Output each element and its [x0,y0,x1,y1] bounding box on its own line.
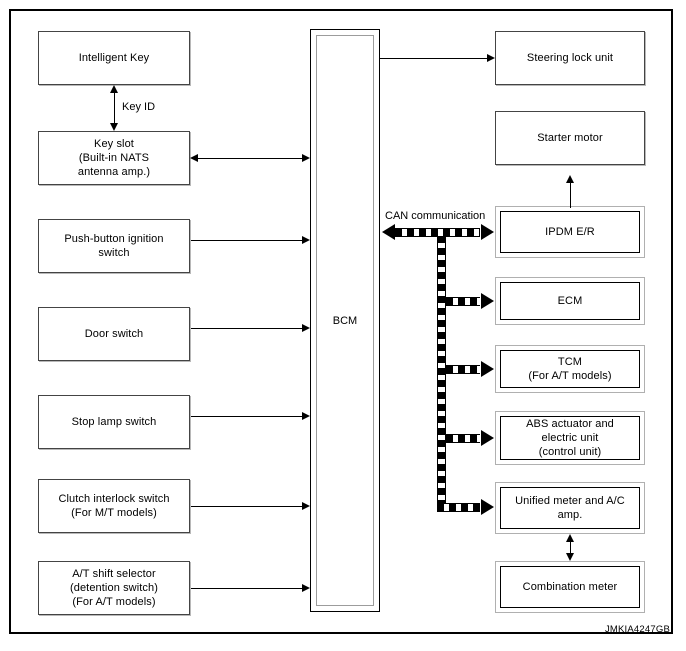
connector-bcm-steeringlock-line [380,58,487,59]
block-label: A/T shift selector(detention switch)(For… [69,568,158,608]
figure-id: JMKIA4247GB [604,624,670,635]
block-inner: TCM(For A/T models) [500,350,640,388]
block-inner: IPDM E/R [500,211,640,253]
connector-stoplamp-bcm-line [191,416,302,417]
connector-stoplamp-bcm-arrow [302,412,310,420]
can-branch-abs-arrow [481,430,494,446]
block-inner: ECM [500,282,640,320]
connector-keyid-arrow-down [110,123,118,131]
connector-shiftselector-bcm-line [191,588,302,589]
connector-bcm-steeringlock-arrow [487,54,495,62]
connector-ignition-bcm-arrow [302,236,310,244]
connector-unified-combination-arrow-up [566,534,574,542]
label-can-communication: CAN communication [385,210,486,222]
connector-keyid-line [114,93,115,123]
can-bus-arrow-to-ipdm [481,224,494,240]
connector-door-bcm-line [191,328,302,329]
block-label: Door switch [84,328,144,340]
connector-clutch-bcm-arrow [302,502,310,510]
block-label: Intelligent Key [78,52,150,64]
can-branch-tcm [446,365,480,374]
can-branch-ecm-arrow [481,293,494,309]
connector-clutch-bcm-line [191,506,302,507]
can-branch-ecm [446,297,480,306]
can-bus-vertical [437,236,446,510]
block-label: ECM [557,295,583,307]
block-label: TCM(For A/T models) [528,356,612,382]
can-branch-abs [446,434,480,443]
block-bcm: BCM [310,29,380,612]
block-label: IPDM E/R [545,226,595,238]
block-starter-motor: Starter motor [495,111,645,165]
block-door-switch: Door switch [38,307,190,361]
label-key-id: Key ID [122,101,156,113]
block-combination-meter: Combination meter [495,561,645,613]
can-branch-unified-meter-arrow [481,499,494,515]
block-label: Starter motor [537,132,603,144]
can-branch-tcm-arrow [481,361,494,377]
block-label: Combination meter [522,581,618,593]
connector-keyslot-bcm-arrow-right [302,154,310,162]
connector-door-bcm-arrow [302,324,310,332]
block-stop-lamp-switch: Stop lamp switch [38,395,190,449]
connector-ipdm-starter-arrow [566,175,574,183]
bcm-inner: BCM [316,35,374,606]
connector-ignition-bcm-line [191,240,302,241]
block-clutch-interlock-switch: Clutch interlock switch(For M/T models) [38,479,190,533]
block-ecm: ECM [495,277,645,325]
connector-unified-combination-line [570,542,571,555]
connector-keyid-arrow-up [110,85,118,93]
block-at-shift-selector: A/T shift selector(detention switch)(For… [38,561,190,615]
block-inner: Combination meter [500,566,640,608]
can-branch-unified-meter [437,503,480,512]
block-label: Steering lock unit [526,52,614,64]
block-intelligent-key: Intelligent Key [38,31,190,85]
block-label: Clutch interlock switch(For M/T models) [58,493,170,519]
block-ipdm-er: IPDM E/R [495,206,645,258]
can-bus-arrow-to-bcm [382,224,395,240]
connector-keyslot-bcm-line [198,158,302,159]
connector-shiftselector-bcm-arrow [302,584,310,592]
connector-unified-combination-arrow-down [566,553,574,561]
connector-keyslot-bcm-arrow-left [190,154,198,162]
block-label: Stop lamp switch [71,416,157,428]
block-tcm: TCM(For A/T models) [495,345,645,393]
connector-ipdm-starter-line [570,183,571,208]
block-label: BCM [332,314,358,327]
block-steering-lock-unit: Steering lock unit [495,31,645,85]
